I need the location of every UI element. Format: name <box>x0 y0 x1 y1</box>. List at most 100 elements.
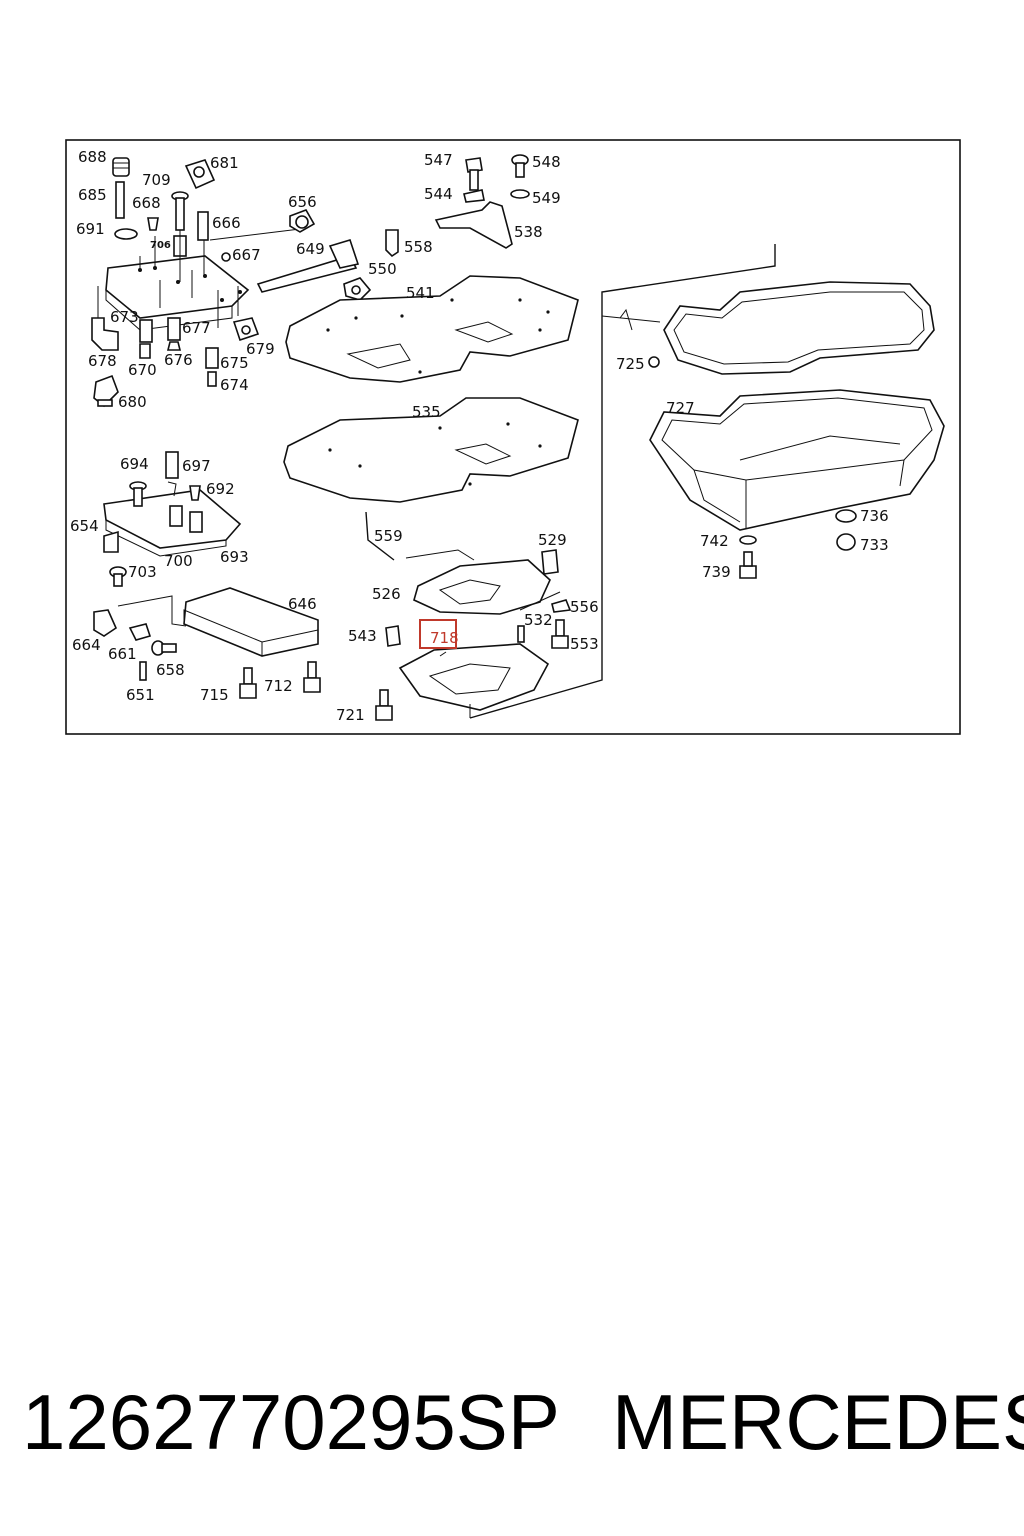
label-556: 556 <box>570 598 599 616</box>
cap-656 <box>289 209 316 233</box>
highlight-box-718 <box>419 619 457 649</box>
label-736: 736 <box>860 507 889 525</box>
label-676: 676 <box>164 351 193 369</box>
part-number: 1262770295SP <box>22 1378 560 1466</box>
label-668: 668 <box>132 194 161 212</box>
part-673 <box>91 317 119 351</box>
label-739: 739 <box>702 563 731 581</box>
label-538: 538 <box>514 223 543 241</box>
bolt-712 <box>303 661 321 693</box>
label-670: 670 <box>128 361 157 379</box>
washer-742 <box>739 535 757 545</box>
label-681: 681 <box>210 154 239 172</box>
label-549: 549 <box>532 189 561 207</box>
part-679 <box>232 317 260 342</box>
label-544: 544 <box>424 185 453 203</box>
label-692: 692 <box>206 480 235 498</box>
label-715: 715 <box>200 686 229 704</box>
plug-529 <box>541 549 559 575</box>
spring-673b <box>139 319 153 343</box>
label-709: 709 <box>142 171 171 189</box>
filter-526 <box>413 559 551 615</box>
ball-667 <box>221 252 231 262</box>
label-688: 688 <box>78 148 107 166</box>
bracket-558 <box>385 229 399 258</box>
label-541: 541 <box>406 284 435 302</box>
label-674: 674 <box>220 376 249 394</box>
oil-pan-727 <box>649 389 945 531</box>
label-703: 703 <box>128 563 157 581</box>
plug-733 <box>836 533 856 551</box>
label-535: 535 <box>412 403 441 421</box>
label-675: 675 <box>220 354 249 372</box>
label-661: 661 <box>108 645 137 663</box>
label-678: 678 <box>88 352 117 370</box>
tube-559 <box>365 511 395 561</box>
spring-675 <box>205 347 219 369</box>
label-694: 694 <box>120 455 149 473</box>
label-558: 558 <box>404 238 433 256</box>
screw-658 <box>151 640 177 656</box>
pin-651 <box>139 661 147 681</box>
washer-544 <box>463 189 485 203</box>
part-661 <box>128 623 152 641</box>
washer-556 <box>551 599 572 613</box>
plate-538 <box>434 201 513 249</box>
label-649: 649 <box>296 240 325 258</box>
label-673: 673 <box>110 308 139 326</box>
plate-535 <box>283 397 579 503</box>
part-694 <box>129 481 147 507</box>
screw-547 <box>465 157 483 191</box>
label-666: 666 <box>212 214 241 232</box>
label-553: 553 <box>570 635 599 653</box>
label-658: 658 <box>156 661 185 679</box>
spring-697 <box>165 451 179 479</box>
label-543: 543 <box>348 627 377 645</box>
valve-668 <box>147 217 159 231</box>
screw-548 <box>511 154 529 178</box>
brand-name: MERCEDES <box>612 1378 1024 1466</box>
plug-674 <box>207 371 217 387</box>
assembly-bracket-right <box>469 244 776 719</box>
valve-670 <box>139 343 151 359</box>
label-651: 651 <box>126 686 155 704</box>
spring-677 <box>167 317 181 341</box>
diagram-frame <box>65 139 961 735</box>
label-646: 646 <box>288 595 317 613</box>
label-667: 667 <box>232 246 261 264</box>
label-721: 721 <box>336 706 365 724</box>
label-733: 733 <box>860 536 889 554</box>
label-677: 677 <box>182 319 211 337</box>
label-547: 547 <box>424 151 453 169</box>
washer-691 <box>114 228 138 240</box>
spring-693 <box>189 511 203 533</box>
label-526: 526 <box>372 585 401 603</box>
washer-736 <box>835 509 857 523</box>
clip-697b <box>167 481 177 497</box>
plug-680 <box>93 374 119 408</box>
parts-diagram: 6886817096856686666917066676566495475485… <box>65 139 961 735</box>
label-697: 697 <box>182 457 211 475</box>
label-532: 532 <box>524 611 553 629</box>
spring-688 <box>112 157 130 177</box>
spring-666 <box>197 211 209 241</box>
label-685: 685 <box>78 186 107 204</box>
label-725: 725 <box>616 355 645 373</box>
label-727: 727 <box>666 399 695 417</box>
label-700: 700 <box>164 552 193 570</box>
label-706: 706 <box>150 240 171 251</box>
plug-703 <box>109 566 127 587</box>
pin-532 <box>517 625 525 643</box>
bolt-715 <box>239 667 257 699</box>
label-664: 664 <box>72 636 101 654</box>
part-664 <box>93 609 118 637</box>
clip-676 <box>166 341 182 351</box>
valve-692 <box>189 485 201 501</box>
plate-541 <box>285 275 579 383</box>
label-656: 656 <box>288 193 317 211</box>
label-712: 712 <box>264 677 293 695</box>
label-680: 680 <box>118 393 147 411</box>
footer: 1262770295SP MERCEDES <box>0 1372 1024 1472</box>
plug-543 <box>385 625 401 647</box>
